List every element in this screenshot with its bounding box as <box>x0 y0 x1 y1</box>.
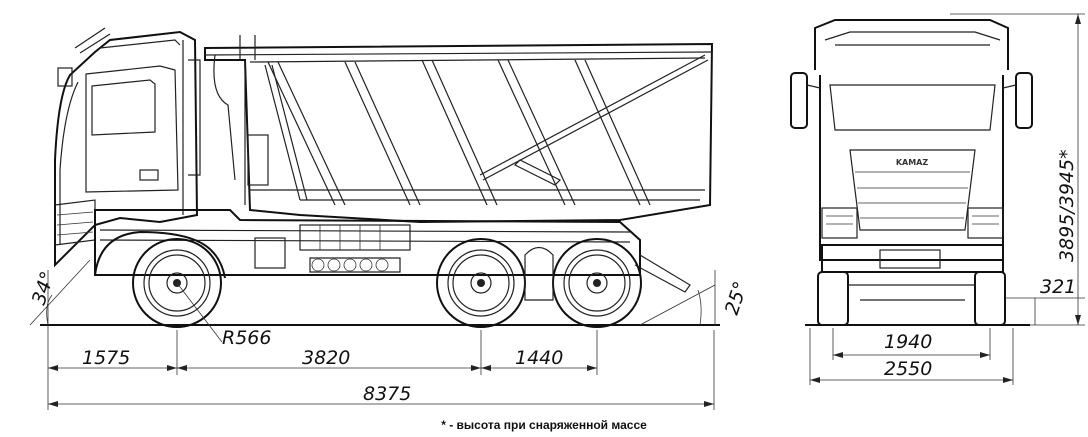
front-dimension-lines <box>809 13 1085 385</box>
dim-departure-angle: 25° <box>721 279 752 318</box>
dim-height: 3895/3945* <box>1056 149 1078 262</box>
cab-window <box>91 79 156 136</box>
dim-ground-clearance: 321 <box>1040 276 1076 298</box>
cab-outline <box>54 30 199 268</box>
front-wheel <box>132 238 222 328</box>
angle-markers <box>29 259 716 326</box>
dim-track-width: 1940 <box>884 331 932 353</box>
dim-turning-radius: R566 <box>222 327 271 349</box>
dump-body <box>204 42 714 224</box>
cab-door <box>85 65 179 193</box>
dim-wheelbase: 3820 <box>302 347 350 369</box>
dim-overall-width: 2550 <box>884 358 932 380</box>
rear-wheel <box>552 238 642 328</box>
front-grille <box>849 149 976 231</box>
dim-approach-angle: 34° <box>28 269 59 308</box>
left-mirror <box>790 72 808 129</box>
dim-bogie-spacing: 1440 <box>515 347 563 369</box>
front-cab-body <box>819 75 1004 261</box>
footnote: * - высота при снаряженной массе <box>441 418 647 432</box>
radius-leader <box>176 282 223 343</box>
right-mirror <box>1015 72 1033 129</box>
dim-overall-length: 8375 <box>363 383 411 405</box>
dim-front-overhang: 1575 <box>82 347 130 369</box>
front-right-tyre <box>974 271 1006 326</box>
middle-wheel <box>436 238 526 328</box>
front-cab-roof <box>814 19 1009 70</box>
side-mirror <box>57 67 73 87</box>
side-view-truck <box>40 27 720 328</box>
windshield <box>829 84 996 131</box>
chassis-frame <box>94 209 641 276</box>
side-dimension-lines <box>47 270 715 410</box>
front-view-truck: KAMAZ <box>790 19 1033 326</box>
kamaz-badge: KAMAZ <box>896 158 929 167</box>
front-left-tyre <box>817 271 849 326</box>
right-headlight <box>967 207 1004 239</box>
fuel-tank <box>299 224 411 251</box>
left-headlight <box>821 207 858 239</box>
